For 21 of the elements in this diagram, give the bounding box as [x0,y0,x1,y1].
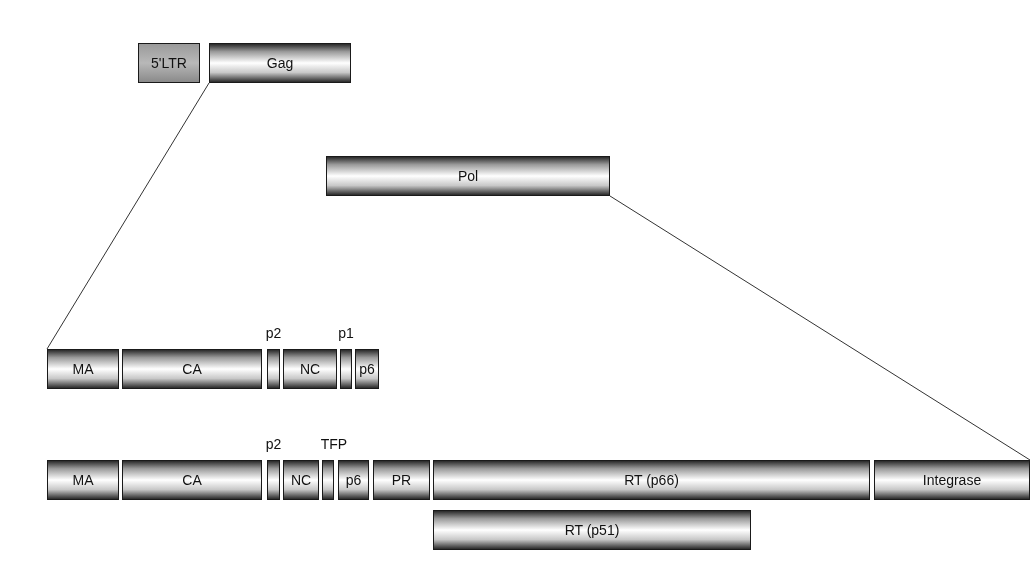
protein-segment: p6 [355,349,379,389]
protein-segment: RT (p51) [433,510,751,550]
segment-label: TFP [320,436,348,452]
protein-segment: CA [122,460,262,500]
protein-segment: RT (p66) [433,460,870,500]
protein-segment: NC [283,349,337,389]
protein-segment: Gag [209,43,351,83]
protein-segment: CA [122,349,262,389]
protein-segment: MA [47,349,119,389]
segment-label: p2 [265,325,282,341]
protein-segment: MA [47,460,119,500]
protein-segment: NC [283,460,319,500]
segment-label: p2 [265,436,282,452]
protein-segment: PR [373,460,430,500]
segment-label: p1 [338,325,354,341]
leader-line [46,82,210,350]
protein-segment: Pol [326,156,610,196]
protein-segment: Integrase [874,460,1030,500]
protein-segment: p6 [338,460,369,500]
leader-line [609,195,1031,461]
protein-segment: 5'LTR [138,43,200,83]
